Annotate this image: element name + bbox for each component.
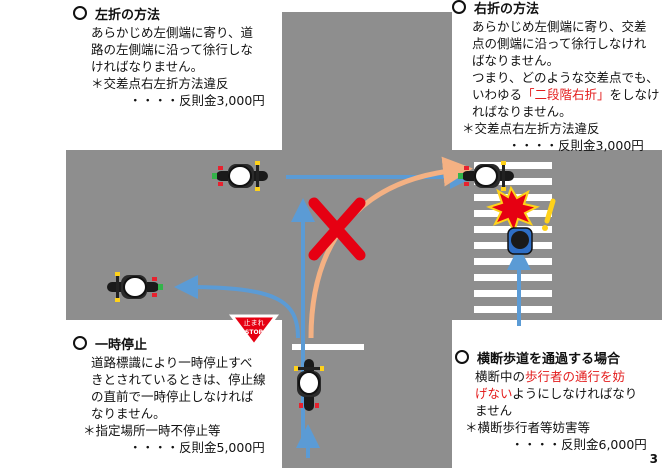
stop-sign-top-text: 止まれ	[244, 318, 265, 327]
circle-bullet-icon	[452, 0, 466, 14]
right-turn-line: あらかじめ左側端に寄り、交差	[472, 19, 647, 34]
crosswalk-line1-pre: 横断中の	[475, 369, 526, 384]
pedestrian-obstruction-highlight-cont: げない	[475, 386, 513, 401]
stop-sign: 止まれ STOP	[228, 314, 280, 348]
right-turn-line: ればなりません。	[472, 104, 572, 119]
prohibited-cross	[308, 197, 366, 261]
stop-sign-bottom-text: STOP	[245, 329, 264, 336]
crosswalk-line2-post: ようにしなければなり	[512, 386, 638, 401]
crosswalk-line: げないようにしなければなり	[475, 385, 647, 402]
circle-bullet-icon	[73, 336, 87, 350]
right-turn-line: いわゆる「二段階右折」をしなけ	[472, 86, 660, 103]
right-turn-line: 点の側端に沿って徐行しなけれ	[472, 36, 647, 51]
stop-line	[292, 344, 364, 350]
stop-line-text: 道路標識により一時停止すべ	[91, 355, 253, 370]
left-turn-line: ければなりません。	[91, 59, 204, 74]
crosswalk-block: 横断歩道を通過する場合 横断中の歩行者の通行を妨 げないようにしなければなり ま…	[455, 350, 647, 453]
crosswalk-fine: ・・・・反則金6,000円	[511, 437, 647, 452]
circle-bullet-icon	[73, 6, 87, 20]
crosswalk-title: 横断歩道を通過する場合	[477, 352, 621, 367]
stop-line-text: きとされているときは、停止線	[91, 372, 266, 387]
right-turn-line: ばなりません。	[472, 53, 560, 68]
right-turn-violation: ＊交差点右左折方法違反	[462, 121, 600, 136]
left-turn-line: 路の左側端に沿って徐行しな	[91, 42, 253, 57]
crosswalk-line: 横断中の歩行者の通行を妨	[475, 368, 647, 385]
stop-line-text: の直前で一時停止しなければ	[91, 389, 254, 404]
crosswalk-line: ません	[475, 403, 513, 418]
stop-line-text: なりません。	[91, 406, 166, 421]
right-turn-line5-post: をしなけ	[609, 87, 660, 102]
left-turn-line: あらかじめ左側端に寄り、道	[91, 25, 254, 40]
left-turn-block: 左折の方法 あらかじめ左側端に寄り、道 路の左側端に沿って徐行しな ければなりま…	[73, 6, 265, 109]
right-turn-line: つまり、どのような交差点でも、	[472, 70, 659, 85]
page-number: 3	[649, 452, 658, 466]
stop-fine: ・・・・反則金5,000円	[129, 440, 265, 455]
left-turn-violation: ＊交差点右左折方法違反	[91, 76, 229, 91]
right-turn-line5-pre: いわゆる	[472, 87, 523, 102]
left-turn-fine: ・・・・反則金3,000円	[129, 93, 265, 108]
crosswalk-violation: ＊横断歩行者等妨害等	[465, 420, 591, 435]
right-turn-title: 右折の方法	[474, 2, 540, 17]
crosswalk-text-card	[452, 333, 662, 468]
right-turn-block: 右折の方法 あらかじめ左側端に寄り、交差 点の側端に沿って徐行しなけれ ばなりま…	[452, 0, 660, 154]
circle-bullet-icon	[455, 350, 469, 364]
right-turn-fine: ・・・・反則金3,000円	[508, 138, 644, 153]
stop-block: 一時停止 道路標識により一時停止すべ きとされているときは、停止線 の直前で一時…	[73, 336, 266, 456]
left-turn-title: 左折の方法	[95, 8, 161, 23]
pedestrian	[507, 227, 533, 255]
stop-violation: ＊指定場所一時不停止等	[83, 423, 221, 438]
two-stage-right-turn-highlight: 「二段階右折」	[522, 87, 610, 102]
stop-title: 一時停止	[95, 338, 148, 353]
arrow-left-turn	[174, 275, 300, 339]
exclamation-icon	[544, 198, 556, 224]
pedestrian-obstruction-highlight: 歩行者の通行を妨	[525, 369, 626, 384]
